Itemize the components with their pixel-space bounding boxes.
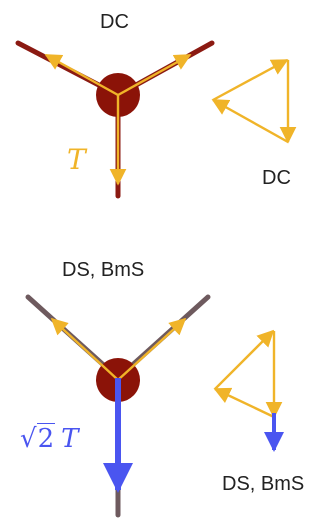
bottom-triangle-label: DS, BmS	[222, 473, 305, 495]
top-triangle-label: DC	[262, 167, 291, 189]
top-triangle-arrow-c	[212, 58, 289, 102]
top-force-triangle	[211, 58, 297, 144]
bottom-title: DS, BmS	[62, 259, 145, 281]
top-force-label: T	[67, 143, 86, 176]
bottom-triangle-arrow-c	[214, 329, 275, 390]
top-triangle-arrow-b	[211, 98, 289, 144]
top-title: DC	[100, 11, 129, 33]
bottom-triangle-arrow-b	[213, 387, 275, 419]
bottom-tension-arrow-right	[118, 317, 187, 380]
top-tension-arrow-right	[117, 53, 192, 97]
bottom-panel	[25, 294, 284, 518]
top-panel	[15, 40, 297, 199]
top-tension-arrow-left	[44, 53, 119, 97]
sqrt-radical-symbol: √	[20, 424, 37, 454]
bottom-tension-arrow-left	[50, 317, 118, 380]
sqrt-radicand: 2	[36, 423, 56, 454]
bottom-force-triangle	[213, 329, 284, 452]
force-variable: T	[61, 424, 79, 454]
